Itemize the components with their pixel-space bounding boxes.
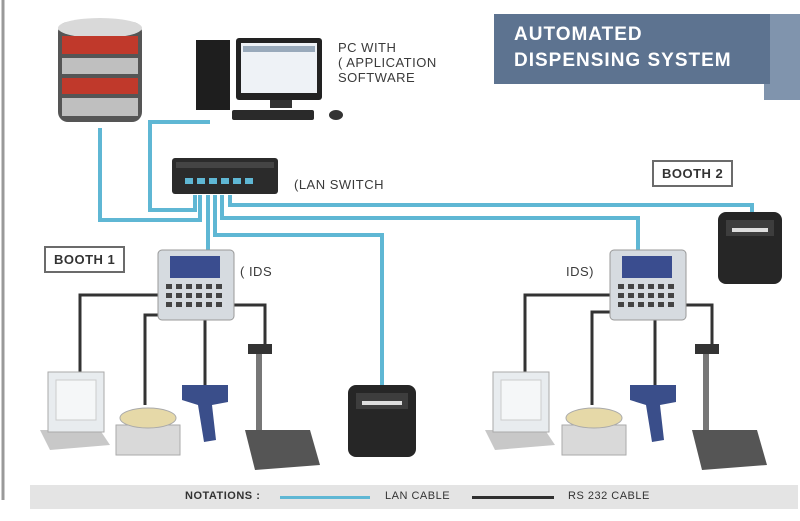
- lan-cable-database: [98, 128, 202, 222]
- barcode-scanner-right-icon: [630, 385, 676, 442]
- rs232-scale-right: [590, 310, 630, 405]
- booth-2-label: BOOTH 2: [652, 160, 734, 187]
- title-line-2: DISPENSING SYSTEM: [514, 50, 732, 71]
- legend-lan-swatch: [280, 496, 370, 499]
- printer-right-icon: [718, 212, 782, 284]
- lan-switch-icon: [172, 158, 278, 194]
- lan-cable-ids-right: [220, 195, 640, 260]
- barcode-scanner-left-icon: [182, 385, 228, 442]
- precision-scale-right-icon: [561, 407, 627, 456]
- legend-rs232-swatch: [472, 496, 554, 499]
- ids-left-label: ( IDS: [240, 264, 273, 279]
- lan-cables: [98, 120, 754, 390]
- lan-switch-label: (LAN SWITCH: [294, 177, 384, 192]
- rs232-cables: [78, 293, 714, 405]
- platform-scale-left-icon: [245, 344, 320, 470]
- booth-1-label: BOOTH 1: [44, 246, 126, 273]
- legend-notations: NOTATIONS :: [185, 490, 261, 502]
- rs232-balance-left: [78, 293, 170, 375]
- pc-label-line-1: PC WITH: [338, 40, 397, 55]
- legend-bar: [30, 485, 798, 509]
- precision-scale-left-icon: [115, 407, 181, 456]
- legend-lan-cable: LAN CABLE: [385, 490, 451, 502]
- rs232-platform-right: [680, 303, 714, 350]
- platform-scale-right-icon: [692, 344, 767, 470]
- title-line-1: AUTOMATED: [514, 24, 643, 45]
- ids-terminal-right-icon: [609, 249, 687, 321]
- printer-left-icon: [348, 385, 416, 457]
- lan-cable-pc: [148, 120, 210, 212]
- rs232-balance-right: [523, 293, 625, 375]
- lan-cable-printer-right: [228, 195, 754, 218]
- lan-cable-printer-left: [213, 195, 384, 390]
- ids-right-label: IDS): [566, 264, 594, 279]
- rs232-scale-left: [143, 313, 180, 405]
- pc-label-line-2: ( APPLICATION: [338, 55, 437, 70]
- database-server-icon: [58, 18, 142, 122]
- ids-terminal-left-icon: [157, 249, 235, 321]
- pc-icon: [196, 38, 343, 120]
- rs232-platform-left: [230, 303, 267, 350]
- title-shadow: [764, 14, 800, 100]
- legend-rs232-cable: RS 232 CABLE: [568, 490, 650, 502]
- pc-label-line-3: SOFTWARE: [338, 70, 416, 85]
- analytical-balance-left-icon: [40, 371, 110, 450]
- pc-label: PC WITH ( APPLICATION SOFTWARE: [338, 40, 437, 85]
- diagram-title: AUTOMATED DISPENSING SYSTEM: [494, 14, 770, 84]
- analytical-balance-right-icon: [485, 371, 555, 450]
